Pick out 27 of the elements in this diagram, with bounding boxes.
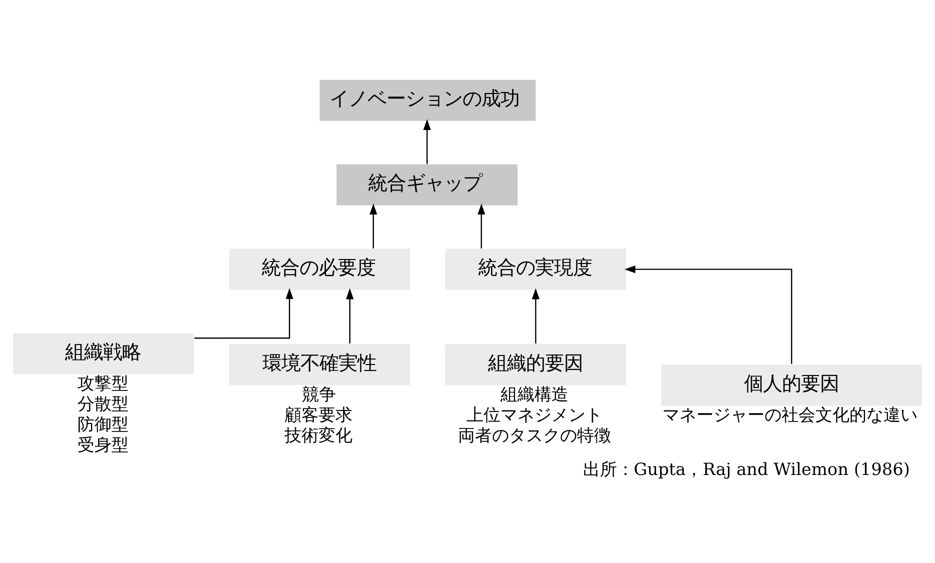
node-box: 個人的要因 bbox=[661, 364, 922, 406]
arrow bbox=[478, 203, 486, 248]
node-label: 両者のタスクの特徴 bbox=[458, 424, 611, 444]
node-label: 防御型 bbox=[78, 414, 129, 434]
node-label: 上位マネジメント bbox=[466, 404, 602, 424]
node-box: 統合の実現度 bbox=[445, 248, 626, 290]
node-box: 組織戦略 bbox=[13, 332, 194, 374]
node-label: 分散型 bbox=[78, 393, 129, 414]
node-box: 統合の必要度 bbox=[229, 248, 410, 290]
node-box: 環境不確実性 bbox=[229, 344, 410, 385]
node-box: 統合ギャップ bbox=[336, 164, 518, 205]
node-label: 攻撃型 bbox=[78, 372, 129, 393]
node-label: マネージャーの社会文化的な違い bbox=[662, 404, 918, 424]
arrow bbox=[532, 288, 540, 343]
arrow bbox=[370, 203, 378, 248]
node-box: イノベーションの成功 bbox=[320, 79, 536, 120]
node-label: 競争 bbox=[302, 383, 336, 404]
node-label: 技術変化 bbox=[284, 424, 353, 444]
node-label: 組織構造 bbox=[500, 383, 569, 404]
node-box: 組織的要因 bbox=[445, 344, 626, 385]
arrow bbox=[194, 288, 294, 338]
arrow bbox=[346, 288, 354, 343]
node-label: 受身型 bbox=[78, 434, 129, 454]
caption: 出所：Gupta，Raj and Wilemon (1986) bbox=[582, 458, 910, 478]
arrow bbox=[624, 265, 792, 364]
arrow bbox=[423, 118, 431, 164]
node-label: 顧客要求 bbox=[284, 404, 353, 424]
